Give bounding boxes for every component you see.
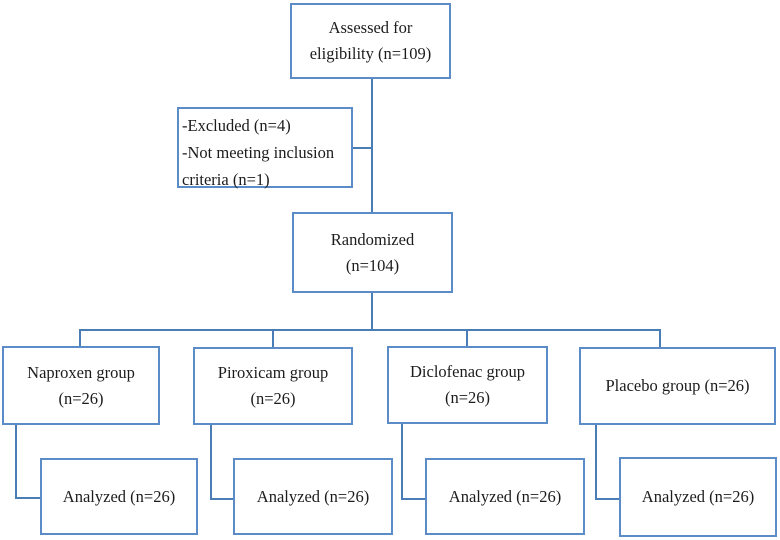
box-text-line: Placebo group (n=26) bbox=[605, 376, 750, 395]
box-text-line: Analyzed (n=26) bbox=[256, 486, 370, 506]
box-text-line: Piroxicam group bbox=[217, 363, 329, 382]
box-text-line: criteria (n=1) bbox=[182, 170, 270, 189]
box-text-line: Analyzed (n=26) bbox=[641, 487, 755, 506]
box-text-line: -Not meeting inclusion bbox=[182, 143, 335, 162]
connector-placebo-to-analyzed bbox=[595, 425, 619, 500]
box-text-line: (n=104) bbox=[345, 255, 400, 275]
box-text-line: Naproxen group bbox=[27, 362, 135, 382]
box-text-line: Diclofenac group bbox=[410, 362, 525, 381]
box-text-line: Assessed for bbox=[328, 18, 413, 37]
box-diclofenac-group: Diclofenac group (n=26) bbox=[387, 346, 548, 424]
box-analyzed-diclofenac: Analyzed (n=26) bbox=[425, 458, 585, 535]
box-text-line: eligibility (n=109) bbox=[309, 44, 432, 63]
box-text-line: -Excluded (n=4) bbox=[182, 116, 291, 135]
box-text-line: (n=26) bbox=[444, 388, 491, 407]
box-analyzed-naproxen: Analyzed (n=26) bbox=[40, 458, 198, 535]
connector-diclofenac-to-analyzed bbox=[401, 424, 425, 500]
box-naproxen-group: Naproxen group (n=26) bbox=[2, 346, 160, 425]
connector-piroxicam-to-analyzed bbox=[210, 425, 233, 500]
box-text-line: (n=26) bbox=[250, 389, 296, 408]
box-placebo-group: Placebo group (n=26) bbox=[579, 347, 776, 425]
box-text-line: Randomized bbox=[330, 229, 415, 249]
box-randomized: Randomized (n=104) bbox=[292, 212, 453, 293]
box-text-line: Analyzed (n=26) bbox=[448, 486, 562, 506]
box-excluded: -Excluded (n=4) -Not meeting inclusion c… bbox=[177, 107, 353, 189]
box-analyzed-placebo: Analyzed (n=26) bbox=[619, 457, 777, 537]
connector-naproxen-to-analyzed bbox=[15, 425, 40, 499]
box-text-line: (n=26) bbox=[58, 388, 104, 408]
box-text-line: Analyzed (n=26) bbox=[62, 486, 176, 506]
box-analyzed-piroxicam: Analyzed (n=26) bbox=[233, 458, 393, 535]
box-piroxicam-group: Piroxicam group (n=26) bbox=[193, 347, 353, 425]
box-assessed-eligibility: Assessed for eligibility (n=109) bbox=[290, 3, 451, 79]
